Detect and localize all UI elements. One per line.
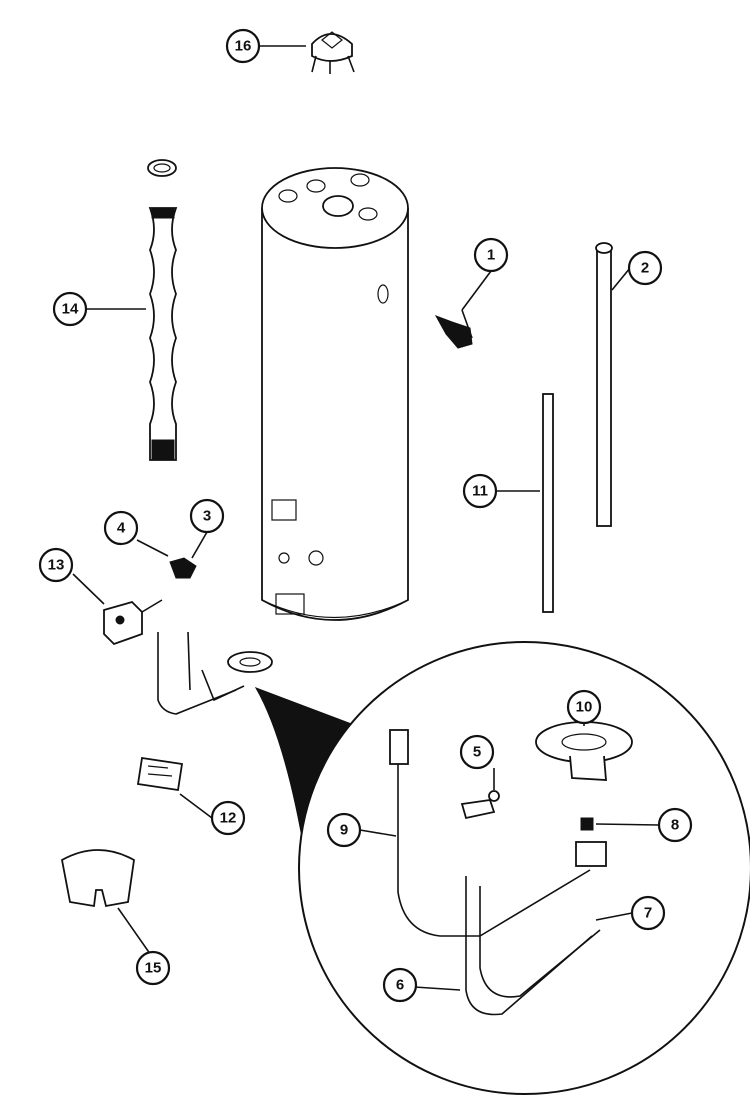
svg-text:10: 10 [576,699,593,716]
svg-text:16: 16 [235,38,252,55]
svg-text:4: 4 [117,520,126,537]
callout-7: 7 [630,895,666,931]
svg-text:12: 12 [220,810,237,827]
svg-text:13: 13 [48,557,65,574]
svg-text:15: 15 [145,960,162,977]
callout-6: 6 [382,967,418,1003]
part-13-gas-control [103,599,163,646]
burner-assembly-small [157,631,273,715]
svg-text:9: 9 [340,822,348,839]
detail-view-circle [298,641,750,1095]
callout-12: 12 [210,800,246,836]
callout-15: 15 [135,950,171,986]
part-12-label [136,756,184,792]
part-7-pilot-tube [479,886,601,998]
water-heater-tank [261,167,409,621]
part-5-pilot [460,790,500,820]
part-16-cap [311,31,355,74]
part-8-orifice [580,817,594,831]
svg-text:2: 2 [641,260,649,277]
svg-text:8: 8 [671,817,679,834]
callout-14: 14 [52,291,88,327]
callout-2: 2 [627,250,663,286]
svg-text:14: 14 [62,301,79,318]
callout-1: 1 [473,237,509,273]
part-6-thermocouple [465,876,593,1016]
callout-9: 9 [326,812,362,848]
callout-8: 8 [657,807,693,843]
callout-4: 4 [103,510,139,546]
svg-text:6: 6 [396,977,404,994]
svg-text:11: 11 [472,483,488,500]
callout-13: 13 [38,547,74,583]
part-3-4-drain-valve [169,557,197,579]
svg-text:3: 3 [203,508,211,525]
part-11-dip-tube [542,393,554,613]
part-14-flue-baffle [147,159,178,461]
callout-5: 5 [459,734,495,770]
part-15-door [60,849,135,908]
svg-text:7: 7 [644,905,652,922]
callout-16: 16 [225,28,261,64]
svg-text:1: 1 [487,247,495,264]
svg-text:5: 5 [473,744,481,761]
leader-lines [72,45,660,991]
part-9-manifold-tube [397,748,591,937]
part-2-anode-rod [595,242,613,527]
callout-10: 10 [566,689,602,725]
part-1-relief-valve [434,309,473,349]
callout-11: 11 [462,473,498,509]
callout-3: 3 [189,498,225,534]
